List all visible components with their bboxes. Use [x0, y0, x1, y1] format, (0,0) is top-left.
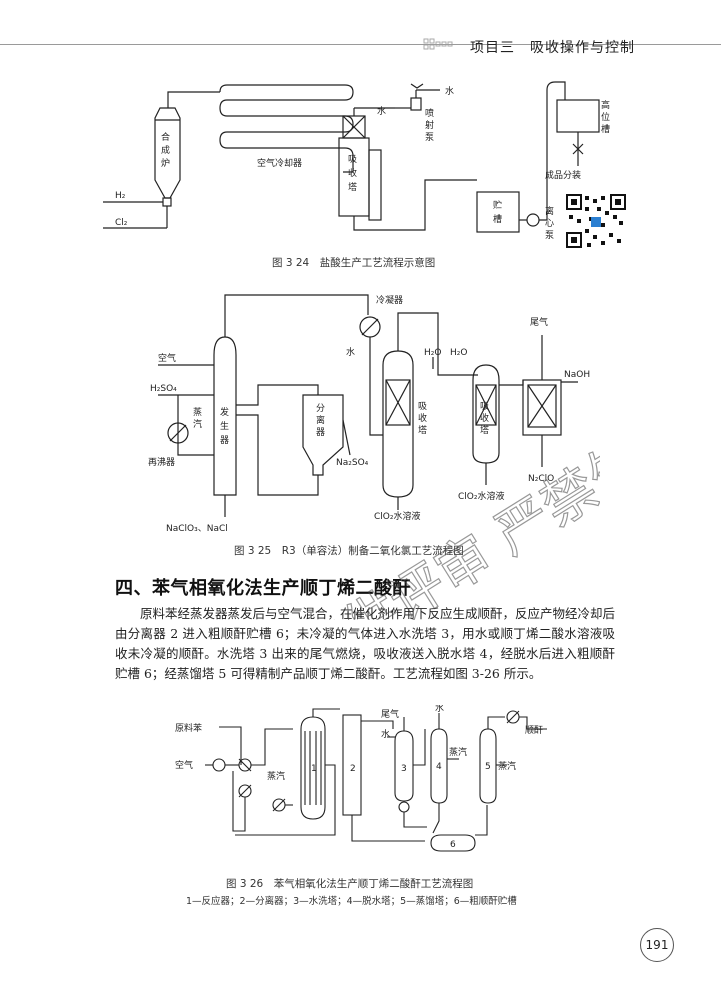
high-tank-label-3: 槽 — [601, 123, 610, 135]
absorber1-label-3: 塔 — [418, 424, 427, 436]
absorber1-label-1: 吸 — [418, 401, 427, 412]
tail-gas-label: 尾气 — [530, 316, 548, 328]
figure-3-24-caption: 图 3 24 盐酸生产工艺流程示意图 — [272, 257, 436, 269]
pump-label-1: 离 — [545, 205, 554, 217]
cl2-label: Cl₂ — [115, 218, 128, 228]
h2o-label-2: H₂O — [450, 348, 467, 358]
steam-label-1: 蒸 — [193, 406, 202, 418]
tower-label-2: 收 — [348, 167, 357, 179]
separator-label-2: 离 — [316, 414, 325, 426]
water-label-2: 水 — [445, 85, 454, 97]
furnace-label-1: 合 — [161, 131, 170, 143]
furnace-label-2: 成 — [161, 144, 170, 156]
absorber2-label-2: 收 — [480, 412, 489, 424]
reboiler-label: 再沸器 — [148, 456, 175, 468]
pump-label-3: 泵 — [545, 230, 554, 241]
generator-label-3: 器 — [220, 435, 229, 446]
jet-label-3: 泵 — [425, 132, 434, 143]
naoh-label: NaOH — [564, 370, 590, 380]
separator-label-3: 器 — [316, 427, 325, 438]
header-rule — [0, 44, 721, 45]
h2o-label-1: H₂O — [424, 348, 441, 358]
product-label: 顺酐 — [525, 725, 543, 736]
na2so4-label: Na₂SO₄ — [336, 458, 369, 468]
h2-label: H₂ — [115, 191, 126, 201]
separator-label-1: 分 — [316, 403, 325, 414]
feed-label: NaClO₃、NaCl — [166, 524, 228, 534]
h2so4-label: H₂SO₄ — [150, 384, 177, 394]
figure-3-26: 原料苯 空气 蒸汽 尾气 水 水 蒸汽 蒸汽 顺酐 1 2 3 4 5 6 — [175, 705, 547, 852]
absorber2-label-1: 吸 — [480, 401, 489, 412]
tower-label-3: 塔 — [348, 181, 357, 193]
clo2-solution-label-2: ClO₂水溶液 — [458, 490, 504, 502]
condenser-label: 冷凝器 — [376, 294, 403, 306]
benzene-label: 原料苯 — [175, 722, 202, 734]
generator-label-2: 生 — [220, 420, 229, 432]
clo2-solution-label-1: ClO₂水溶液 — [374, 510, 420, 522]
figure-3-25: 冷凝器 空气 H₂SO₄ 蒸 汽 再沸器 发 生 器 分 离 器 Na₂SO₄ … — [148, 294, 590, 534]
unit-5-label: 5 — [485, 762, 491, 772]
n2clo-label: N₂ClO — [528, 474, 554, 484]
jet-label-1: 喷 — [425, 108, 434, 119]
page-number: 191 — [640, 928, 674, 962]
body-paragraph: 原料苯经蒸发器蒸发后与空气混合，在催化剂作用下反应生成顺酐，反应产物经冷却后由分… — [115, 606, 616, 681]
figure-3-25-caption: 图 3 25 R3（单容法）制备二氧化氯工艺流程图 — [234, 545, 464, 557]
air-cooler-label: 空气冷却器 — [257, 157, 302, 169]
steam-label-2: 蒸汽 — [449, 746, 467, 758]
tower-label-1: 吸 — [348, 154, 357, 165]
water-label: 水 — [346, 346, 355, 358]
jet-label-2: 射 — [425, 119, 434, 131]
steam-label-1: 蒸汽 — [267, 770, 285, 782]
store-tank-label-1: 贮 — [493, 199, 502, 211]
store-tank-label-2: 槽 — [493, 213, 502, 225]
air-label: 空气 — [175, 759, 193, 771]
section-title: 四、苯气相氧化法生产顺丁烯二酸酐 — [115, 578, 411, 599]
unit-4-label: 4 — [436, 762, 442, 772]
absorber2-label-3: 塔 — [480, 424, 489, 436]
unit-1-label: 1 — [311, 764, 317, 774]
water-label-1: 水 — [381, 728, 390, 740]
steam-label-3: 蒸汽 — [498, 760, 516, 772]
steam-label-2: 汽 — [193, 418, 202, 430]
tail-gas-label: 尾气 — [381, 708, 399, 720]
absorber1-label-2: 收 — [418, 412, 427, 424]
air-label: 空气 — [158, 352, 176, 364]
running-header: 项目三 吸收操作与控制 — [470, 40, 635, 56]
water-label-1: 水 — [377, 105, 386, 117]
qr-code-icon — [565, 193, 627, 249]
unit-2-label: 2 — [350, 764, 356, 774]
unit-6-label: 6 — [450, 840, 456, 850]
high-tank-label-2: 位 — [601, 111, 610, 123]
high-tank-label-1: 高 — [601, 99, 610, 111]
generator-label-1: 发 — [220, 406, 229, 418]
unit-3-label: 3 — [401, 764, 407, 774]
figure-3-26-legend: 1—反应器；2—分离器；3—水洗塔；4—脱水塔；5—蒸馏塔；6—粗顺酐贮槽 — [186, 896, 517, 907]
pump-label-2: 心 — [545, 218, 554, 229]
figure-3-26-caption: 图 3 26 苯气相氧化法生产顺丁烯二酸酐工艺流程图 — [226, 878, 474, 890]
figure-3-24: H₂ Cl₂ 合 成 炉 空气冷却器 吸 收 塔 水 水 喷 射 泵 高 位 槽… — [103, 81, 610, 241]
furnace-label-3: 炉 — [161, 157, 170, 169]
product-label: 成品分装 — [545, 169, 581, 181]
water-label-2: 水 — [435, 705, 444, 714]
